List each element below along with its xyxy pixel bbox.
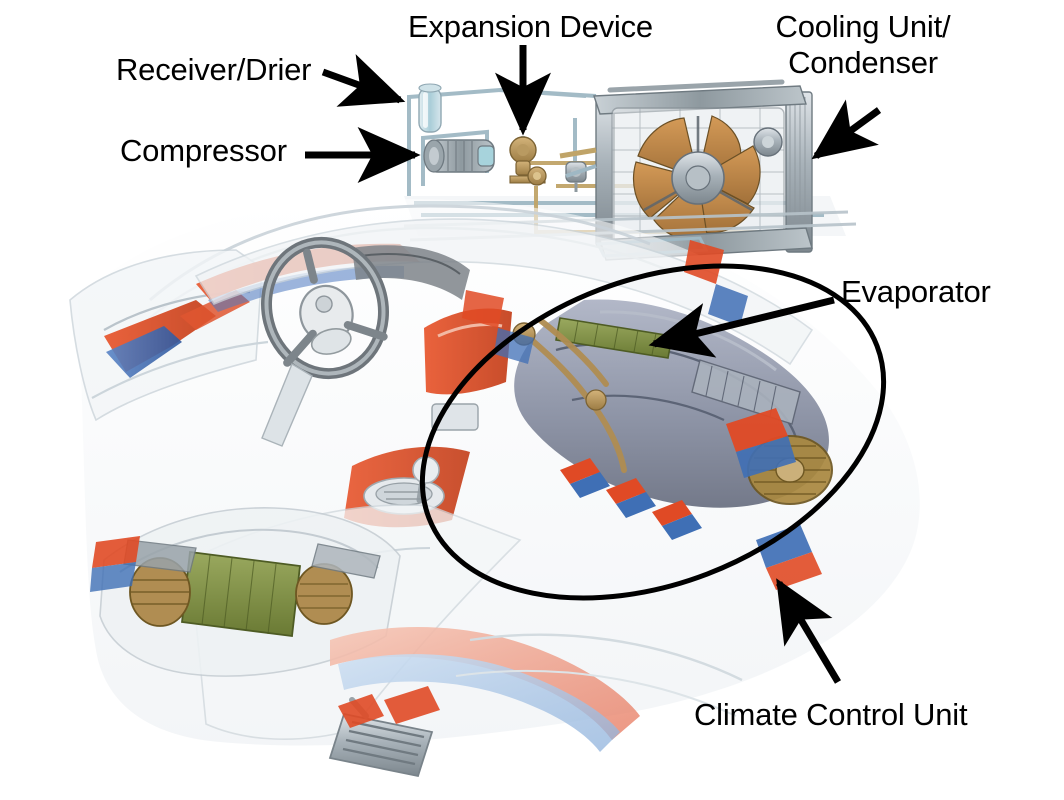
label-cooling-unit-line2: Condenser xyxy=(788,45,938,80)
airflow-arrows-dash xyxy=(462,240,822,590)
label-cooling-unit-condenser: Cooling Unit/ Condenser xyxy=(763,9,963,81)
label-evaporator: Evaporator xyxy=(841,274,991,309)
instrument-binnacle xyxy=(352,245,470,300)
arrow-evaporator xyxy=(648,296,835,358)
label-receiver-drier: Receiver/Drier xyxy=(116,52,312,87)
compressor-part xyxy=(423,139,495,173)
label-climate-control-unit: Climate Control Unit xyxy=(694,697,968,732)
receiver-drier-part xyxy=(418,83,442,133)
label-compressor: Compressor xyxy=(120,133,287,168)
arrow-climate-control-unit xyxy=(775,578,842,684)
leader-arrows xyxy=(305,45,882,684)
ac-circuit-schematic xyxy=(403,79,857,261)
label-expansion-device: Expansion Device xyxy=(408,9,653,44)
arrow-receiver-drier xyxy=(321,54,406,107)
rear-hvac-unit xyxy=(90,507,401,677)
expansion-device-part xyxy=(509,136,547,186)
label-cooling-unit-line1: Cooling Unit/ xyxy=(775,9,951,44)
steering-wheel xyxy=(261,236,389,380)
highlight-ellipse xyxy=(419,263,887,601)
arrow-cooling-unit xyxy=(811,99,882,160)
